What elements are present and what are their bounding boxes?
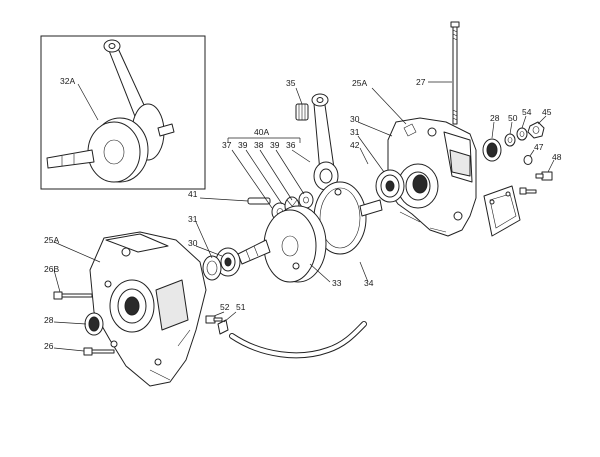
label-33: 33 — [332, 278, 342, 288]
hose — [229, 321, 367, 359]
crank-shaft-left — [237, 239, 271, 265]
seal-28-right — [482, 138, 502, 162]
label-37: 37 — [222, 140, 232, 150]
flywheel-33 — [263, 205, 327, 283]
label-39b: 39 — [270, 140, 280, 150]
crankcase-right — [387, 117, 477, 237]
label-45: 45 — [542, 107, 552, 117]
label-39a: 39 — [238, 140, 248, 150]
label-30-top: 30 — [350, 114, 360, 124]
bracket-40A — [227, 137, 301, 143]
leader-lines — [53, 81, 555, 352]
crankcase-left — [89, 231, 207, 387]
stud-27 — [450, 21, 460, 125]
label-25A-left: 25A — [44, 235, 59, 245]
inset-crankshaft-box — [40, 35, 206, 190]
seal-28-left — [84, 312, 104, 336]
label-27: 27 — [416, 77, 426, 87]
label-28-top: 28 — [490, 113, 500, 123]
washer-54 — [516, 127, 528, 141]
pin-37 — [247, 197, 271, 205]
label-54: 54 — [522, 107, 532, 117]
screw-26B — [53, 291, 93, 300]
screw-right-lower — [519, 187, 537, 195]
label-31-top: 31 — [350, 127, 360, 137]
label-28-left: 28 — [44, 315, 54, 325]
flywheel-34 — [313, 181, 383, 255]
label-26: 26 — [44, 341, 54, 351]
connecting-rod — [311, 93, 339, 191]
label-32A: 32A — [60, 76, 75, 86]
washer-47 — [523, 155, 533, 165]
label-50: 50 — [508, 113, 518, 123]
label-26B: 26B — [44, 264, 59, 274]
seal-mid — [202, 255, 222, 281]
nut-45 — [527, 121, 545, 139]
label-36: 36 — [286, 140, 296, 150]
label-52: 52 — [220, 302, 230, 312]
label-35: 35 — [286, 78, 296, 88]
label-38: 38 — [254, 140, 264, 150]
label-25A-top: 25A — [352, 78, 367, 88]
fitting-51 — [217, 319, 229, 335]
washer-39b — [298, 191, 314, 209]
label-40A: 40A — [254, 127, 269, 137]
fitting-52 — [205, 315, 223, 324]
label-48: 48 — [552, 152, 562, 162]
washer-50 — [504, 133, 516, 147]
label-47: 47 — [534, 142, 544, 152]
screw-48 — [535, 171, 553, 181]
callout-labels: 27 25A 35 32A 40A 37 39 38 39 36 42 31 3… — [44, 76, 562, 351]
needle-bearing-35 — [295, 103, 309, 121]
screw-26 — [83, 347, 115, 356]
label-31-mid: 31 — [188, 214, 198, 224]
cover-plate — [483, 185, 521, 237]
label-51: 51 — [236, 302, 246, 312]
label-41: 41 — [188, 189, 198, 199]
label-30-mid: 30 — [188, 238, 198, 248]
label-42: 42 — [350, 140, 360, 150]
label-34: 34 — [364, 278, 374, 288]
bearing-top — [375, 169, 405, 203]
